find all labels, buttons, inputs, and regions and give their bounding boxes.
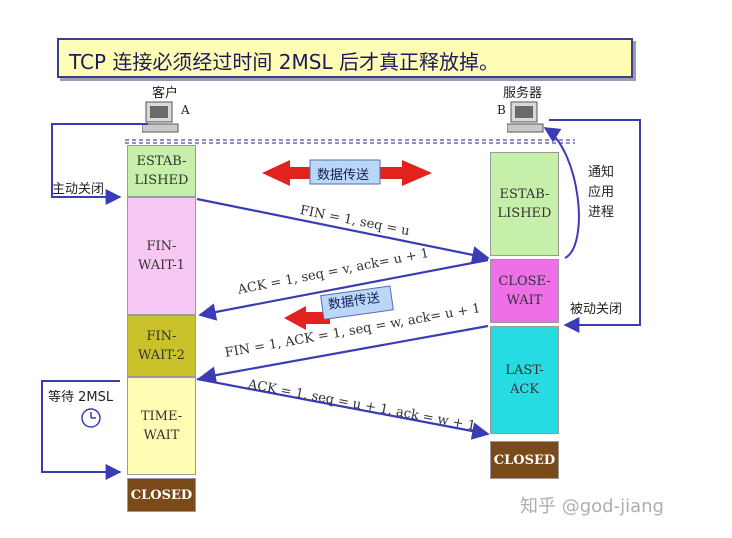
diagram-title: TCP 连接必须经过时间 2MSL 后才真正释放掉。 — [69, 50, 499, 74]
server-letter: B — [497, 103, 506, 117]
data-transfer-text-1: 数据传送 — [317, 168, 370, 183]
server-computer-icon — [507, 101, 544, 133]
server-state-closed: CLOSED — [490, 441, 559, 479]
wait-2msl-bracket — [41, 380, 122, 480]
ack1-arrow — [198, 258, 489, 321]
ack2-arrow — [196, 377, 490, 440]
data-transfer-badge-2 — [320, 285, 394, 321]
passive-close-label: 被动关闭 — [570, 302, 623, 317]
client-state-established: ESTAB- LISHED — [127, 145, 196, 197]
active-close-connector — [51, 123, 148, 205]
notify-app-label: 通知 应用 进程 — [588, 165, 615, 220]
client-label: 客户 — [152, 86, 179, 101]
client-state-fin-wait-1: FIN- WAIT-1 — [127, 197, 196, 315]
client-state-fin-wait-2: FIN- WAIT-2 — [127, 315, 196, 377]
client-state-closed: CLOSED — [127, 478, 196, 512]
client-computer-icon — [142, 101, 179, 133]
passive-close-connector — [549, 119, 641, 333]
wait-2msl-label: 等待 2MSL — [48, 390, 114, 405]
server-state-close-wait: CLOSE- WAIT — [490, 259, 559, 323]
watermark: 知乎 @god-jiang — [520, 496, 664, 517]
client-letter: A — [181, 103, 190, 117]
data-transfer-left-arrow — [284, 306, 330, 330]
client-state-time-wait: TIME- WAIT — [127, 377, 196, 475]
fin2-arrow — [198, 324, 489, 384]
notify-app-connector — [543, 127, 580, 259]
data-transfer-badge-1 — [309, 159, 381, 185]
fin1-arrow — [196, 197, 490, 264]
server-label: 服务器 — [503, 86, 543, 101]
server-state-established: ESTAB- LISHED — [490, 152, 559, 256]
title-banner: TCP 连接必须经过时间 2MSL 后才真正释放掉。 — [57, 38, 633, 78]
active-close-label: 主动关闭 — [52, 182, 105, 197]
server-state-last-ack: LAST- ACK — [490, 326, 559, 434]
